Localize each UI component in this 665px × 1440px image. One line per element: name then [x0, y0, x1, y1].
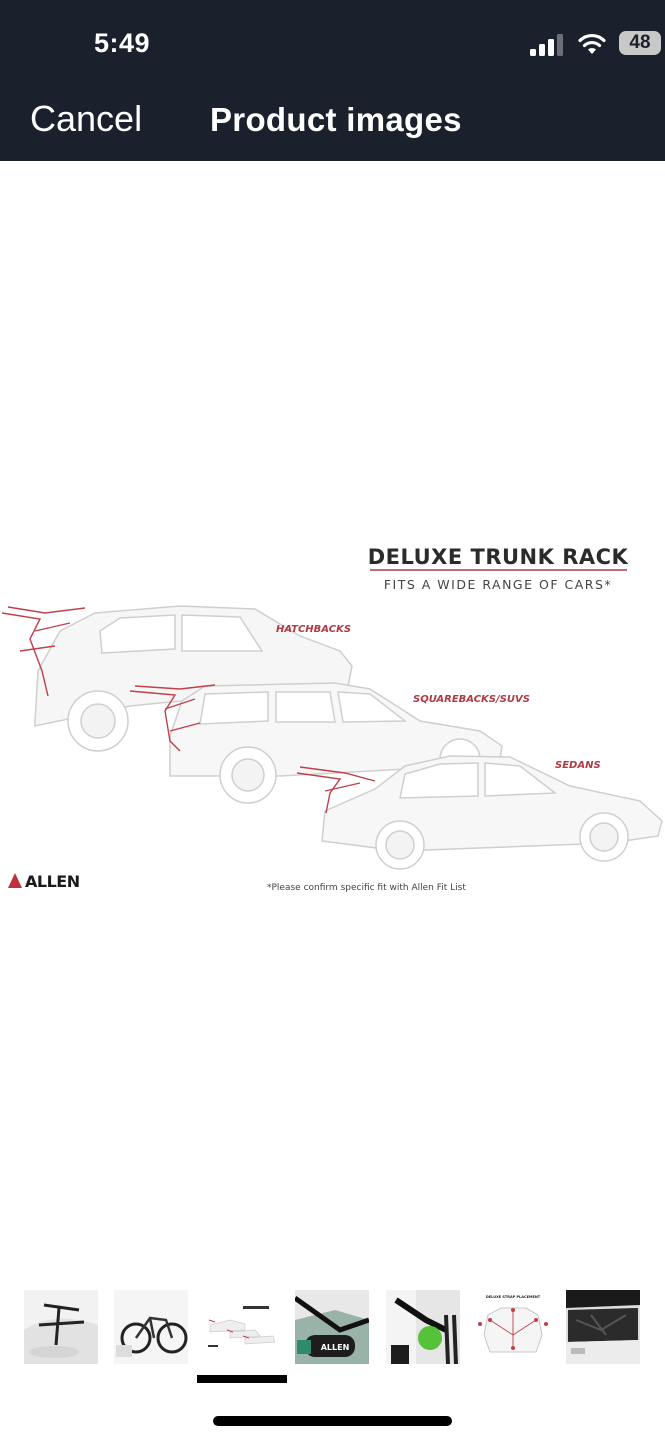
label-squarebacks: SQUAREBACKS/SUVS [413, 694, 530, 705]
cancel-button[interactable]: Cancel [30, 98, 143, 139]
battery-level: 48 [629, 32, 651, 53]
label-hatchbacks: HATCHBACKS [276, 624, 351, 635]
cellular-signal-icon [530, 34, 563, 56]
thumbnail-5[interactable] [386, 1290, 460, 1364]
product-image-viewer[interactable]: DELUXE TRUNK RACK FITS A WIDE RANGE OF C… [0, 161, 665, 1271]
thumb-strap-placement: DELUXE STRAP PLACEMENT [476, 1290, 550, 1364]
hatchback-illustration [34, 605, 353, 752]
thumbnail-2[interactable] [114, 1290, 188, 1364]
brand-name: ALLEN [25, 872, 80, 891]
thumb-open-trunk [566, 1290, 640, 1364]
thumbnail-1[interactable] [24, 1290, 98, 1364]
rack-squareback [129, 684, 216, 752]
label-sedans: SEDANS [555, 760, 601, 771]
image-footnote: *Please confirm specific fit with Allen … [267, 883, 466, 893]
thumbnail-7[interactable] [566, 1290, 640, 1364]
thumb-padded-arm: ALLEN [295, 1290, 369, 1364]
top-bar: 5:49 48 Cancel Product images [0, 0, 665, 161]
thumbnail-6[interactable]: DELUXE STRAP PLACEMENT [476, 1290, 550, 1364]
selected-thumbnail-indicator [197, 1375, 287, 1383]
wifi-icon [578, 33, 606, 54]
thumb-green-strap-hook [386, 1290, 460, 1364]
home-indicator[interactable] [213, 1416, 452, 1426]
thumb-fit-chart [205, 1290, 279, 1364]
allen-logo: ALLEN [8, 872, 80, 891]
sedan-illustration [321, 755, 663, 870]
image-subheadline: FITS A WIDE RANGE OF CARS* [384, 577, 612, 592]
status-time: 5:49 [94, 28, 151, 58]
thumb6-title: DELUXE STRAP PLACEMENT [486, 1295, 541, 1299]
page-title: Product images [210, 101, 462, 138]
thumbnail-4[interactable]: ALLEN [295, 1290, 369, 1364]
thumbnail-3[interactable] [205, 1290, 279, 1364]
thumb4-brand: ALLEN [321, 1343, 350, 1352]
battery-indicator: 48 [619, 31, 661, 55]
thumb-bike-mounted [114, 1290, 188, 1364]
rack-hatchback [1, 606, 86, 697]
thumb-rack-on-trunk [24, 1290, 98, 1364]
thumbnail-strip: ALLEN DELUXE STRAP PLACEMENT [0, 1290, 665, 1370]
product-image: DELUXE TRUNK RACK FITS A WIDE RANGE OF C… [1, 545, 663, 893]
rack-sedan [296, 766, 376, 814]
image-headline: DELUXE TRUNK RACK [368, 545, 629, 569]
